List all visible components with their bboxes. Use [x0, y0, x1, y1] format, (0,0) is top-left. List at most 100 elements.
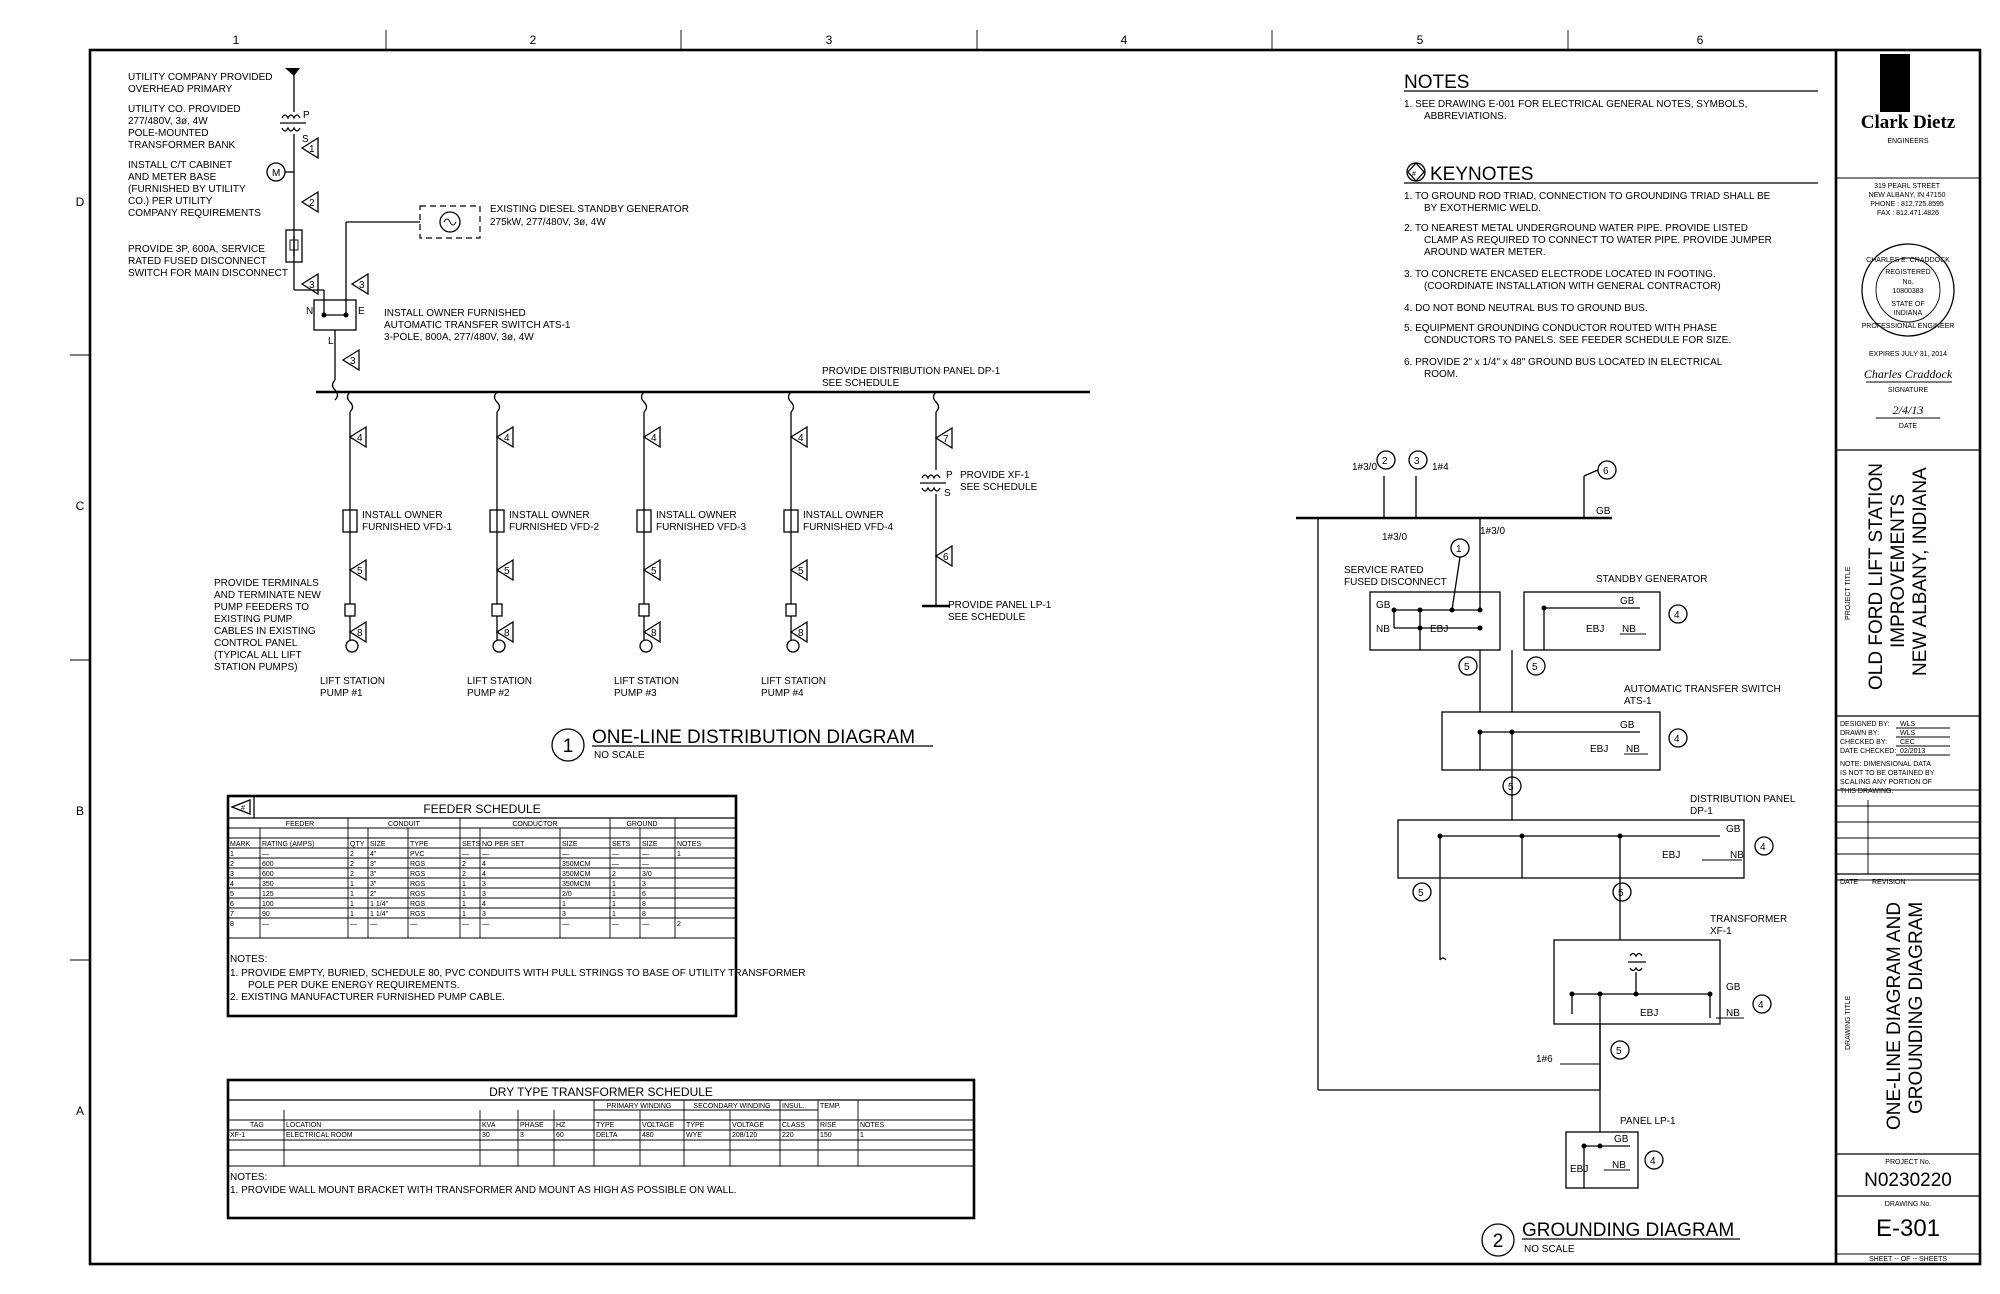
sheet-count: SHEET -- OF -- SHEETS: [1869, 1256, 1947, 1263]
design-info: DESIGNED BY: WLS DRAWN BY: WLS CHECKED B…: [1840, 721, 1950, 795]
feeder-cell: 2: [462, 861, 466, 868]
feeder-notes: NOTES: 1. PROVIDE EMPTY, BURIED, SCHEDUL…: [230, 954, 808, 1003]
svg-text:EBJ: EBJ: [1640, 1008, 1658, 1019]
svg-text:FEEDER: FEEDER: [286, 821, 314, 828]
feeder-cell: —: [562, 921, 569, 928]
pole-label: P: [303, 110, 310, 121]
notes-list: 1. SEE DRAWING E-001 FOR ELECTRICAL GENE…: [1404, 99, 1750, 122]
feeder-cell: 3: [562, 911, 566, 918]
notes-block: NOTES 1. SEE DRAWING E-001 FOR ELECTRICA…: [1404, 72, 1818, 122]
svg-text:60: 60: [556, 1132, 564, 1139]
svg-text:PROFESSIONAL ENGINEER: PROFESSIONAL ENGINEER: [1862, 323, 1955, 330]
svg-text:QTY: QTY: [350, 841, 365, 848]
feeder-cell: —: [642, 861, 649, 868]
svg-text:1#3/0: 1#3/0: [1382, 532, 1407, 543]
service-conductor: [266, 68, 481, 401]
svg-text:1: 1: [860, 1132, 864, 1139]
feeder-cell: 600: [262, 871, 274, 878]
svg-text:6: 6: [1603, 466, 1609, 477]
svg-text:DATE CHECKED:: DATE CHECKED:: [1840, 748, 1896, 755]
company-address: 319 PEARL STREET NEW ALBANY, IN 47150 PH…: [1869, 183, 1948, 217]
svg-text:FEEDER SCHEDULE: FEEDER SCHEDULE: [423, 802, 540, 816]
svg-text:RISE: RISE: [820, 1122, 837, 1129]
feeder-cell: 1 1/4": [370, 901, 389, 908]
svg-text:5: 5: [1616, 1046, 1622, 1057]
svg-text:NB: NB: [1626, 744, 1640, 755]
svg-text:NO PER SET: NO PER SET: [482, 841, 525, 848]
row-labels: D C B A: [76, 195, 85, 1118]
column-label: 5: [1417, 33, 1424, 47]
svg-text:1#3/0: 1#3/0: [1480, 526, 1505, 537]
project-title-line-2: IMPROVEMENTS: [1888, 494, 1909, 648]
transformer-column-headers: TAG LOCATION KVA PHASE HZ TYPE VOLTAGE T…: [250, 1122, 884, 1129]
feeder-cell: 1: [612, 891, 616, 898]
svg-text:2: 2: [1382, 456, 1388, 467]
feeder-cell: 3: [482, 891, 486, 898]
keynotes-title: KEYNOTES: [1430, 164, 1533, 185]
svg-text:RATING (AMPS): RATING (AMPS): [262, 841, 314, 848]
svg-text:8: 8: [357, 628, 363, 639]
svg-text:VOLTAGE: VOLTAGE: [732, 1122, 764, 1129]
pole-label: S: [944, 488, 951, 499]
drawing-title-line-2: GROUNDING DIAGRAM: [1906, 902, 1927, 1114]
feeder-cell: 3: [230, 871, 234, 878]
xf-ground-label: TRANSFORMER XF-1: [1710, 914, 1790, 937]
feeder-cell: 3": [370, 871, 377, 878]
feeder-cell: 4: [482, 901, 486, 908]
transformer-row: XF-1 ELECTRICAL ROOM 30 3 60 DELTA 480 W…: [230, 1132, 864, 1139]
feeder-cell: 2": [370, 891, 377, 898]
service-disconnect-label: SERVICE RATED FUSED DISCONNECT: [1344, 565, 1447, 588]
svg-text:GB: GB: [1376, 600, 1391, 611]
feeder-cell: 1: [612, 911, 616, 918]
feeder-cell: —: [612, 861, 619, 868]
feeder-cell: —: [410, 921, 417, 928]
feeder-group-headers: FEEDER CONDUIT CONDUCTOR GROUND: [286, 821, 658, 828]
feeder-cell: 3/0: [642, 871, 652, 878]
generator-label: EXISTING DIESEL STANDBY GENERATOR 275kW,…: [490, 204, 692, 228]
svg-text:220: 220: [782, 1132, 794, 1139]
svg-text:LOCATION: LOCATION: [286, 1122, 321, 1129]
svg-text:4: 4: [357, 433, 363, 444]
svg-text:TYPE: TYPE: [410, 841, 429, 848]
svg-text:1: 1: [1456, 544, 1462, 555]
feeder-column-headers: MARK RATING (AMPS) QTY SIZE TYPE SETS NO…: [230, 841, 701, 848]
svg-text:2: 2: [1493, 1231, 1504, 1252]
title-block: Clark Dietz ENGINEERS 319 PEARL STREET N…: [1834, 50, 1980, 1264]
column-label: 6: [1697, 33, 1704, 47]
feeder-cell: —: [612, 851, 619, 858]
svg-text:TAG: TAG: [250, 1122, 264, 1129]
pole-label: E: [358, 306, 365, 317]
svg-text:8: 8: [504, 628, 510, 639]
feeder-cell: 1: [350, 901, 354, 908]
feeder-cell: 3": [370, 861, 377, 868]
svg-text:PHASE: PHASE: [520, 1122, 544, 1129]
meter-symbol: M: [272, 168, 280, 179]
svg-text:WYE: WYE: [686, 1132, 702, 1139]
svg-text:4: 4: [1650, 1156, 1656, 1167]
drawing-no-label: DRAWING No.: [1885, 1201, 1931, 1208]
svg-text:5: 5: [1532, 662, 1538, 673]
feeder-cell: —: [482, 851, 489, 858]
svg-text:CLASS: CLASS: [782, 1122, 805, 1129]
svg-text:TYPE: TYPE: [596, 1122, 615, 1129]
feeder-cell: 8: [230, 921, 234, 928]
terminals-label: PROVIDE TERMINALS AND TERMINATE NEW PUMP…: [214, 578, 324, 673]
svg-text:3: 3: [520, 1132, 524, 1139]
keynote-2: 2. TO NEAREST METAL UNDERGROUND WATER PI…: [1404, 223, 1775, 258]
keynote-4: 4. DO NOT BOND NEUTRAL BUS TO GROUND BUS…: [1404, 303, 1648, 314]
svg-text:1#4: 1#4: [1432, 462, 1449, 473]
notes-title: NOTES: [1404, 72, 1469, 93]
transformer-schedule: DRY TYPE TRANSFORMER SCHEDULE PRIMARY WI…: [226, 1078, 976, 1220]
column-label: 1: [233, 33, 240, 47]
grounding-diagram: GB 2 3 6 1#3/0 1#4 1#3/0 1#3/0 1 G: [1296, 450, 1796, 1257]
feeder-cell: 5: [230, 891, 234, 898]
svg-text:NOTES: NOTES: [860, 1122, 884, 1129]
column-labels: 1 2 3 4 5 6: [233, 33, 1704, 47]
svg-text:02/2013: 02/2013: [1900, 748, 1925, 755]
svg-text:DESIGNED BY:: DESIGNED BY:: [1840, 721, 1889, 728]
dp-label: PROVIDE DISTRIBUTION PANEL DP-1 SEE SCHE…: [822, 366, 1003, 389]
svg-text:EBJ: EBJ: [1590, 744, 1608, 755]
